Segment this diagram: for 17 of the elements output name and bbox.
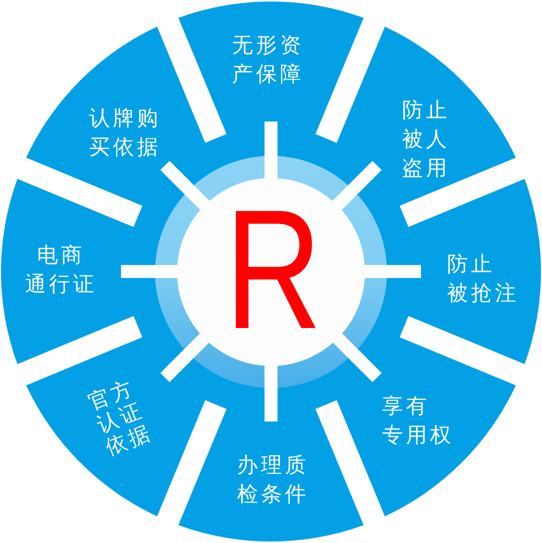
ring-segment [314, 315, 516, 517]
ring-segment [178, 378, 364, 542]
segment-label: 电商通行证 [24, 242, 98, 298]
segment-label: 防止被人盗用 [402, 97, 451, 182]
ring-segment [1, 178, 165, 365]
ring-segment [26, 26, 228, 228]
segment-label: 无形资产保障 [231, 32, 305, 88]
segment-label: 享有专用权 [382, 393, 455, 449]
center-letter: R [224, 184, 322, 354]
segment-label: 官方认证依据 [84, 374, 157, 460]
ring-segment [178, 1, 364, 165]
segment-label: 防止被抢注 [447, 251, 520, 307]
ring-segment [377, 178, 541, 365]
ring-segment [26, 315, 228, 517]
segment-label: 办理质检条件 [236, 452, 310, 508]
ring-segment [314, 26, 516, 228]
segment-label: 认牌购买依据 [88, 105, 162, 161]
